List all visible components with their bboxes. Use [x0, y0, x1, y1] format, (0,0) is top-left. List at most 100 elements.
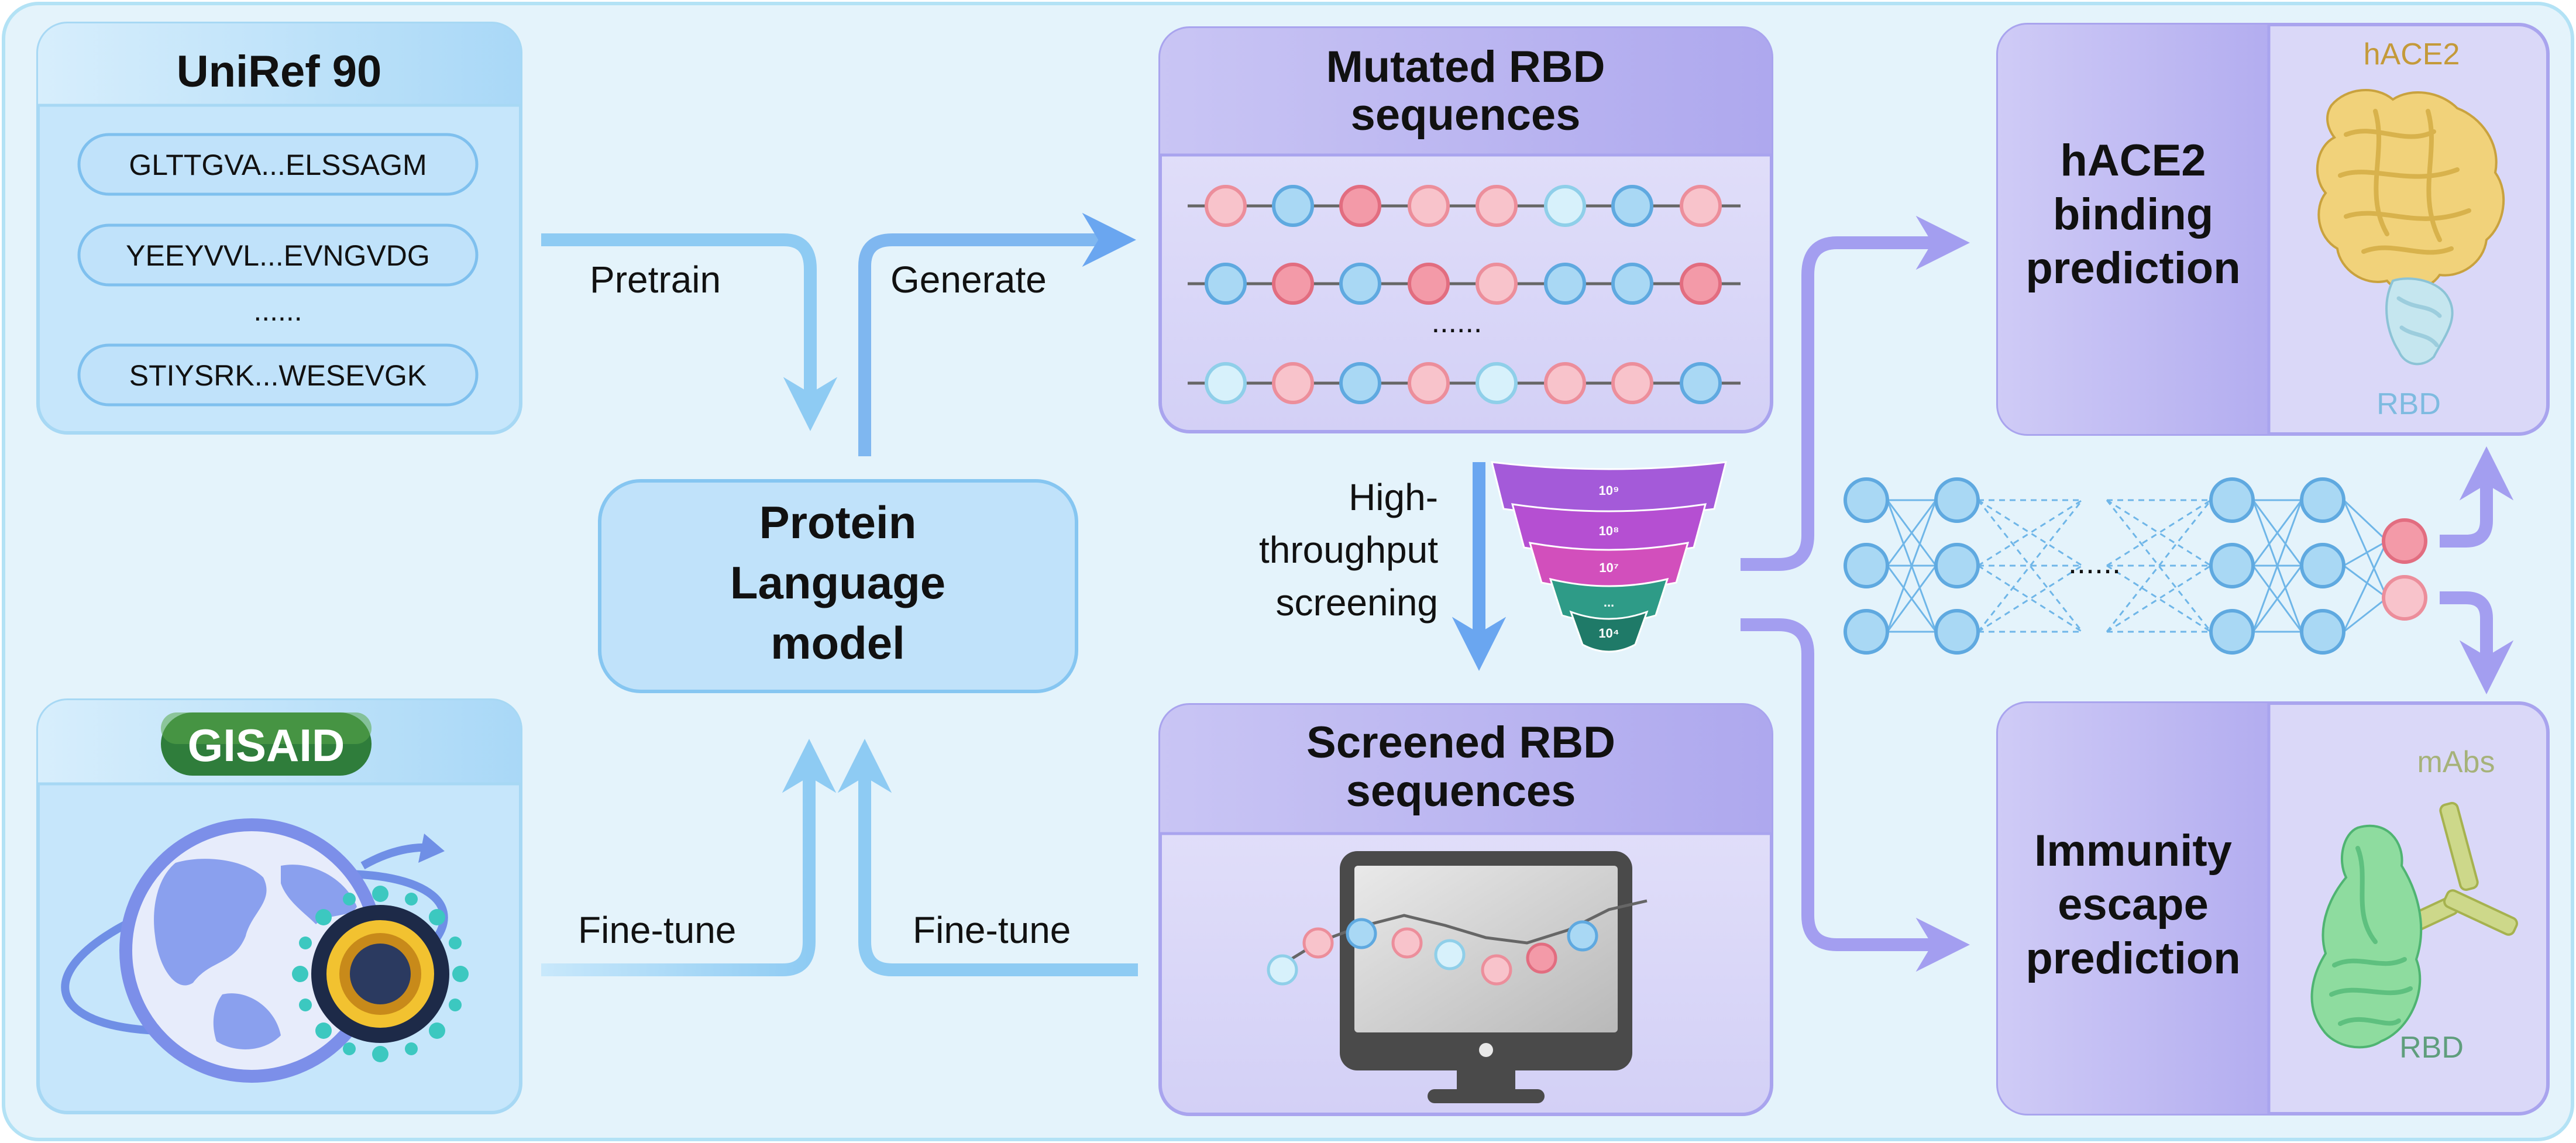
immunity-pred-line3: prediction — [2025, 934, 2240, 983]
funnel-label: ... — [1604, 595, 1614, 610]
plm-box: Protein Language model — [598, 479, 1078, 693]
hace2-protein-label: hACE2 — [2364, 37, 2460, 71]
residue-node — [1680, 362, 1722, 404]
plm-label-line3: model — [771, 617, 905, 669]
screened-title-line2: sequences — [1346, 766, 1576, 816]
sequence-pill — [77, 223, 479, 287]
residue-node — [1611, 185, 1653, 227]
residue-node — [1346, 918, 1377, 949]
residue-node — [1476, 362, 1518, 404]
residue-node — [1680, 185, 1722, 227]
screening-label-line3: screening — [1276, 581, 1439, 624]
to-hace2-arrow — [1741, 215, 1970, 571]
screening-label-line1: High- — [1349, 476, 1438, 518]
mutated-ellipsis: ...... — [1432, 305, 1483, 339]
mabs-label: mAbs — [2417, 745, 2495, 779]
generate-arrow — [858, 212, 1136, 456]
network-edge — [2343, 564, 2388, 599]
mutated-title-line2: sequences — [1351, 90, 1581, 140]
hace2-rbd-label: RBD — [2376, 387, 2441, 421]
pretrain-arrow — [541, 233, 838, 431]
residue-node — [1408, 263, 1450, 305]
residue-node — [1339, 362, 1381, 404]
residue-node — [1544, 185, 1586, 227]
network-edge — [2106, 500, 2212, 632]
rbd-structure-hace2 — [2385, 277, 2454, 366]
sequence-pill — [77, 133, 479, 196]
residue-node — [1272, 185, 1314, 227]
funnel-label: 10⁸ — [1599, 524, 1619, 538]
residue-node — [1434, 939, 1466, 970]
neural-network — [1844, 477, 2427, 655]
plm-label-line1: Protein — [759, 497, 917, 548]
residue-node — [1481, 954, 1512, 986]
residue-node — [1272, 362, 1314, 404]
network-edge — [1977, 500, 2083, 632]
residue-node — [1611, 263, 1653, 305]
gisaid-logo: GISAID — [161, 712, 372, 776]
residue-node — [1408, 185, 1450, 227]
residue-node — [1476, 263, 1518, 305]
immunity-rbd-label: RBD — [2399, 1031, 2464, 1065]
screened-title-line1: Screened RBD — [1306, 718, 1615, 767]
residue-node — [1544, 362, 1586, 404]
sequence-text: YEEYVVL...EVNGVDG — [126, 239, 430, 272]
mutated-rbd-box: Mutated RBD sequences ...... — [1158, 26, 1773, 433]
network-node — [1844, 477, 1889, 523]
finetune-right-arrow — [837, 739, 1138, 976]
residue-node — [1611, 362, 1653, 404]
network-edge — [2106, 500, 2212, 632]
immunity-pred-line2: escape — [2058, 880, 2209, 929]
pretrain-label: Pretrain — [590, 259, 721, 301]
residue-node — [1526, 942, 1557, 974]
network-node — [2300, 543, 2345, 588]
funnel-label: 10⁷ — [1599, 560, 1619, 575]
uniref-box: UniRef 90 GLTTGVA...ELSSAGM YEEYVVL...EV… — [36, 22, 522, 435]
screened-rbd-box: Screened RBD sequences — [1158, 703, 1773, 1116]
screening-label-line2: throughput — [1259, 529, 1438, 571]
residue-node — [1205, 185, 1247, 227]
network-node — [2209, 609, 2255, 655]
network-node — [2209, 477, 2255, 523]
network-edge — [2343, 540, 2388, 632]
network-edge — [1886, 500, 1937, 632]
residue-node — [1567, 920, 1598, 952]
mutated-title-line1: Mutated RBD — [1326, 42, 1605, 92]
residue-node — [1205, 362, 1247, 404]
net-output-up-arrow — [2440, 446, 2514, 548]
residue-node — [1408, 362, 1450, 404]
immunity-prediction-box: Immunity escape prediction mAbs RBD — [1996, 701, 2550, 1116]
generate-label: Generate — [890, 259, 1047, 301]
residue-node — [1205, 263, 1247, 305]
plm-label-line2: Language — [730, 557, 945, 608]
residue-node — [1339, 263, 1381, 305]
network-edge — [1886, 500, 1937, 566]
residue-node — [1476, 185, 1518, 227]
hace2-protein-structure — [2316, 89, 2505, 291]
trace-line — [1280, 899, 1648, 967]
network-node — [1934, 543, 1980, 588]
network-edge — [2343, 500, 2388, 598]
sequence-pill — [77, 343, 479, 407]
hace2-pred-line3: prediction — [2025, 243, 2240, 293]
screened-sequence-trace — [1267, 899, 1648, 986]
finetune-left-label: Fine-tune — [578, 909, 736, 951]
network-edge — [2343, 540, 2388, 567]
residue-node — [1544, 263, 1586, 305]
finetune-left-arrow — [541, 739, 837, 976]
network-edge — [2343, 597, 2388, 633]
finetune-right-label: Fine-tune — [913, 909, 1071, 951]
residue-node — [1302, 927, 1334, 959]
virus-icon — [292, 886, 469, 1062]
svg-text:GISAID: GISAID — [188, 719, 345, 771]
network-node — [1844, 543, 1889, 588]
network-node — [2300, 609, 2345, 655]
sequence-ellipsis: ...... — [253, 294, 302, 327]
network-node — [2300, 477, 2345, 523]
network-edge — [2252, 500, 2303, 632]
funnel-layer — [1569, 610, 1649, 653]
funnel-label: 10⁹ — [1599, 483, 1619, 498]
